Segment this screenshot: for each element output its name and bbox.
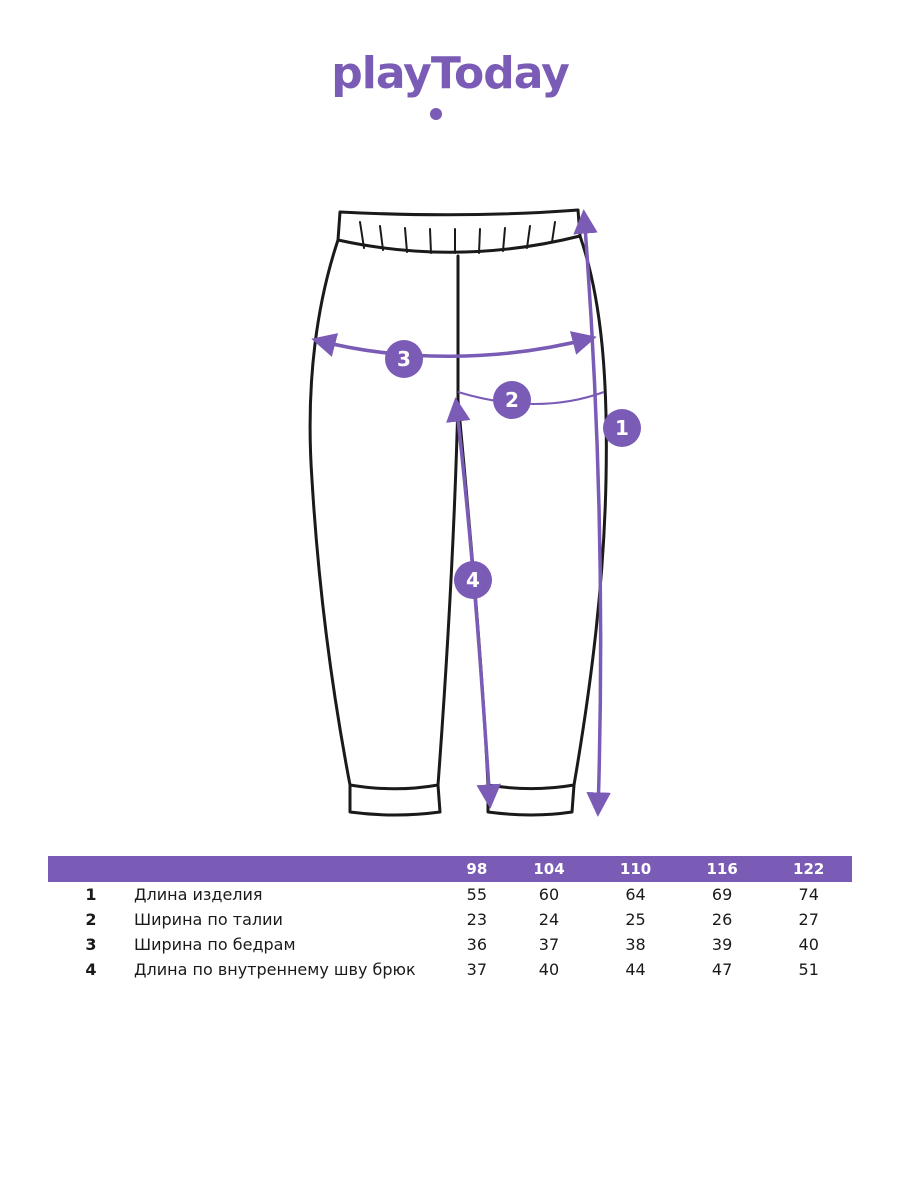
pants-outline [308,208,608,817]
table-row: 3 Ширина по бедрам 36 37 38 39 40 [48,932,852,957]
measure-line-3 [311,331,597,358]
row-number: 1 [85,885,97,904]
pants-diagram: 1 2 3 4 [308,208,641,817]
marker-badge-3: 3 [385,340,423,378]
table-row: 4 Длина по внутреннему шву брюк 37 40 44… [48,957,852,982]
row-value: 26 [711,910,733,929]
row-label: Длина изделия [134,885,263,904]
row-label: Ширина по бедрам [134,935,296,954]
marker-badge-4: 4 [454,561,492,599]
row-value: 69 [711,885,733,904]
row-value: 39 [711,935,733,954]
brand-logo-wordmark: playToday [331,48,569,99]
row-value: 47 [711,960,733,979]
row-number: 4 [85,960,97,979]
row-value: 37 [538,935,560,954]
marker-badge-2: 2 [493,381,531,419]
svg-text:2: 2 [505,388,519,412]
row-value: 37 [466,960,488,979]
row-value: 51 [798,960,819,979]
header-blank [48,856,134,882]
size-header-cell: 116 [678,856,766,882]
row-label: Ширина по талии [134,910,283,929]
row-value: 40 [538,960,560,979]
row-value: 25 [625,910,646,929]
row-value: 55 [466,885,488,904]
measure-line-4 [446,397,501,809]
size-header-row: 98 104 110 116 122 [48,856,852,882]
size-header-cell: 104 [505,856,593,882]
size-header-cell: 110 [592,856,679,882]
row-number: 3 [85,935,97,954]
table-row: 2 Ширина по талии 23 24 25 26 27 [48,907,852,932]
row-value: 44 [625,960,646,979]
row-number: 2 [85,910,97,929]
brand-logo: playToday [331,48,570,120]
row-value: 36 [466,935,488,954]
row-value: 60 [538,885,560,904]
logo-dot-icon [430,108,442,120]
size-header-cell: 98 [448,856,506,882]
row-label: Длина по внутреннему шву брюк [134,960,416,979]
measure-line-2 [457,391,605,405]
row-value: 64 [625,885,646,904]
size-header-cell: 122 [765,856,852,882]
row-value: 74 [798,885,819,904]
marker-badge-1: 1 [603,409,641,447]
row-value: 40 [798,935,819,954]
size-table: 98 104 110 116 122 1 Длина изделия 55 60… [48,856,852,982]
row-value: 24 [538,910,560,929]
svg-text:4: 4 [466,568,480,592]
header-blank-label [134,856,448,882]
row-value: 27 [798,910,819,929]
svg-text:3: 3 [397,347,411,371]
table-row: 1 Длина изделия 55 60 64 69 74 [48,882,852,907]
row-value: 23 [466,910,488,929]
measure-line-1 [573,209,611,817]
row-value: 38 [625,935,646,954]
svg-text:1: 1 [615,416,629,440]
